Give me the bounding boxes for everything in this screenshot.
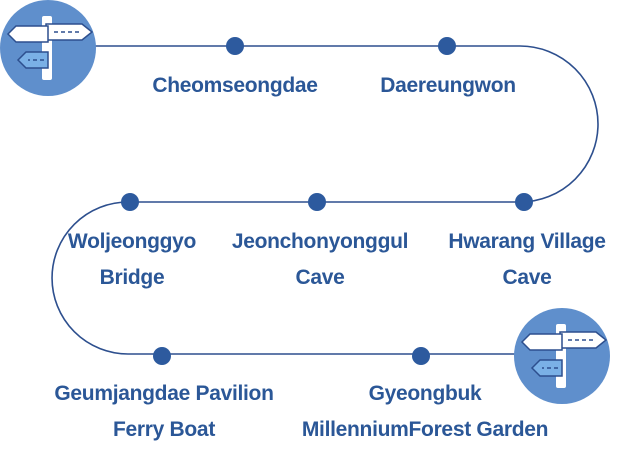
stop-label-gyeongbuk-millennium-forest-garden: Gyeongbuk MillenniumForest Garden [301, 382, 549, 441]
stop-label-woljeonggyo-bridge: Woljeonggyo Bridge [67, 230, 197, 289]
stop-label-daereungwon: Daereungwon [380, 74, 516, 97]
stop-dot-geumjangdae-pavilion-ferry-boat [153, 347, 171, 365]
stop-dots [121, 37, 533, 365]
stop-label-hwarang-village-cave: Hwarang Village Cave [448, 230, 606, 289]
stop-dot-woljeonggyo-bridge [121, 193, 139, 211]
start-signpost-icon [0, 0, 96, 96]
stop-dot-daereungwon [438, 37, 456, 55]
stop-dot-cheomseongdae [226, 37, 244, 55]
stop-label-cheomseongdae: Cheomseongdae [152, 74, 318, 97]
end-signpost-icon [514, 308, 610, 404]
stop-dot-jeonchonyonggul-cave [308, 193, 326, 211]
stop-dot-gyeongbuk-millennium-forest-garden [412, 347, 430, 365]
stop-dot-hwarang-village-cave [515, 193, 533, 211]
stop-label-geumjangdae-pavilion-ferry-boat: Geumjangdae Pavilion Ferry Boat [54, 382, 274, 441]
stop-label-jeonchonyonggul-cave: Jeonchonyonggul Cave [231, 230, 409, 289]
